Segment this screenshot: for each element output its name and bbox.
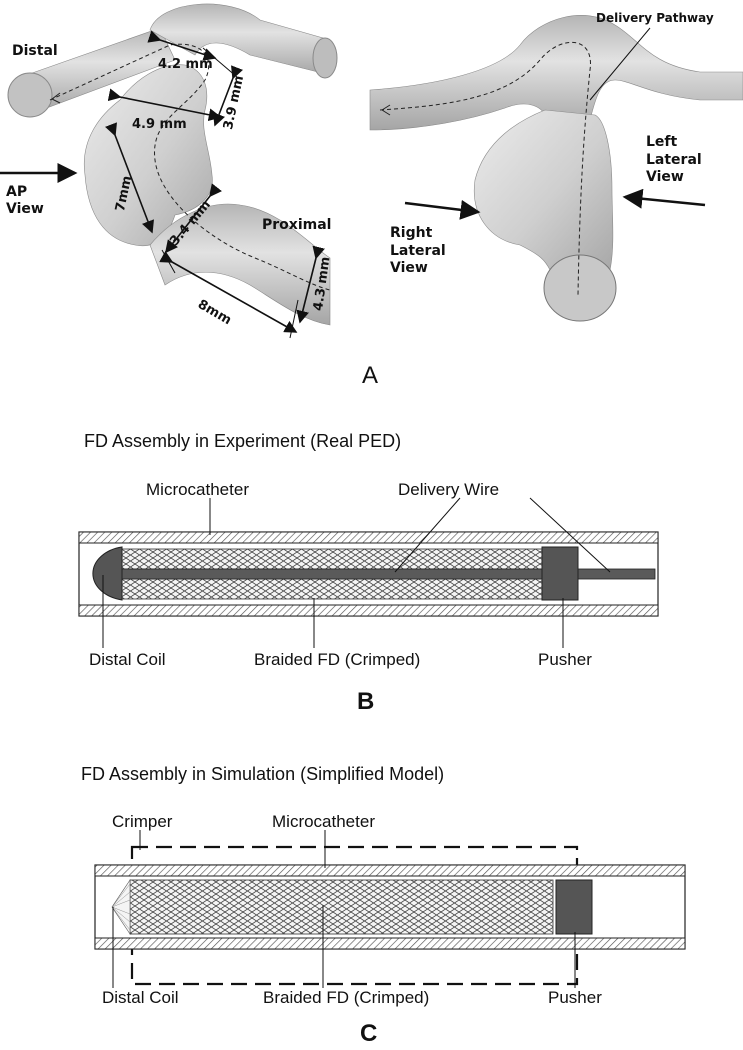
label-ap-view: AP View (6, 184, 44, 217)
distal-vessel-end (7, 72, 53, 118)
panel-a-letter: A (362, 362, 379, 389)
right-vessel-end (543, 254, 617, 322)
panel-c-leaders (112, 830, 576, 988)
catheter-bottom-wall (78, 604, 659, 617)
label-distal-coil-b: Distal Coil (89, 650, 166, 669)
panel-a-left-model (0, 3, 338, 339)
panel-c-diagram (94, 830, 686, 988)
panel-b-leaders (102, 497, 611, 648)
left-lateral-arrow (622, 188, 706, 209)
dim-4-9: 4.9 mm (132, 117, 187, 132)
label-braided-fd-b: Braided FD (Crimped) (254, 650, 421, 669)
right-aneurysm (473, 109, 614, 271)
right-vessel-branch (369, 15, 743, 131)
label-microcatheter-c: Microcatheter (272, 812, 375, 831)
pusher-block (541, 546, 579, 601)
label-microcatheter-b: Microcatheter (146, 480, 249, 499)
catheter-top-wall-c (94, 864, 686, 877)
label-proximal: Proximal (262, 217, 332, 233)
label-delivery-pathway: Delivery Pathway (596, 11, 714, 25)
panel-a-right-model (369, 15, 743, 322)
distal-coil-taper (111, 879, 131, 935)
panel-b-letter: B (357, 688, 375, 715)
panel-b-title: FD Assembly in Experiment (Real PED) (84, 431, 402, 451)
panel-c-title: FD Assembly in Simulation (Simplified Mo… (81, 764, 445, 784)
braided-fd-c (129, 879, 554, 935)
pusher-block-c (555, 879, 593, 935)
distal-coil-shape (92, 546, 123, 601)
label-delivery-wire-b: Delivery Wire (398, 480, 500, 499)
label-right-lateral-view: Right Lateral View (390, 225, 446, 276)
dimension-lines (105, 30, 325, 339)
label-pusher-b: Pusher (538, 650, 592, 669)
panel-b-diagram (78, 497, 659, 648)
catheter-top-wall (78, 531, 659, 544)
dim-4-2: 4.2 mm (158, 57, 213, 72)
panel-c-letter: C (360, 1020, 378, 1047)
label-pusher-c: Pusher (548, 988, 602, 1007)
right-delivery-path (379, 41, 591, 296)
braided-fd-lower (121, 578, 543, 600)
label-distal: Distal (12, 43, 58, 59)
braided-fd-upper (121, 548, 543, 570)
right-lateral-arrow (404, 199, 481, 220)
label-braided-fd-c: Braided FD (Crimped) (263, 988, 430, 1007)
label-left-lateral-view: Left Lateral View (646, 134, 702, 185)
label-distal-coil-c: Distal Coil (102, 988, 179, 1007)
catheter-bottom-wall-c (94, 937, 686, 950)
label-crimper-c: Crimper (112, 812, 173, 831)
delivery-pathway-leader (589, 27, 651, 101)
